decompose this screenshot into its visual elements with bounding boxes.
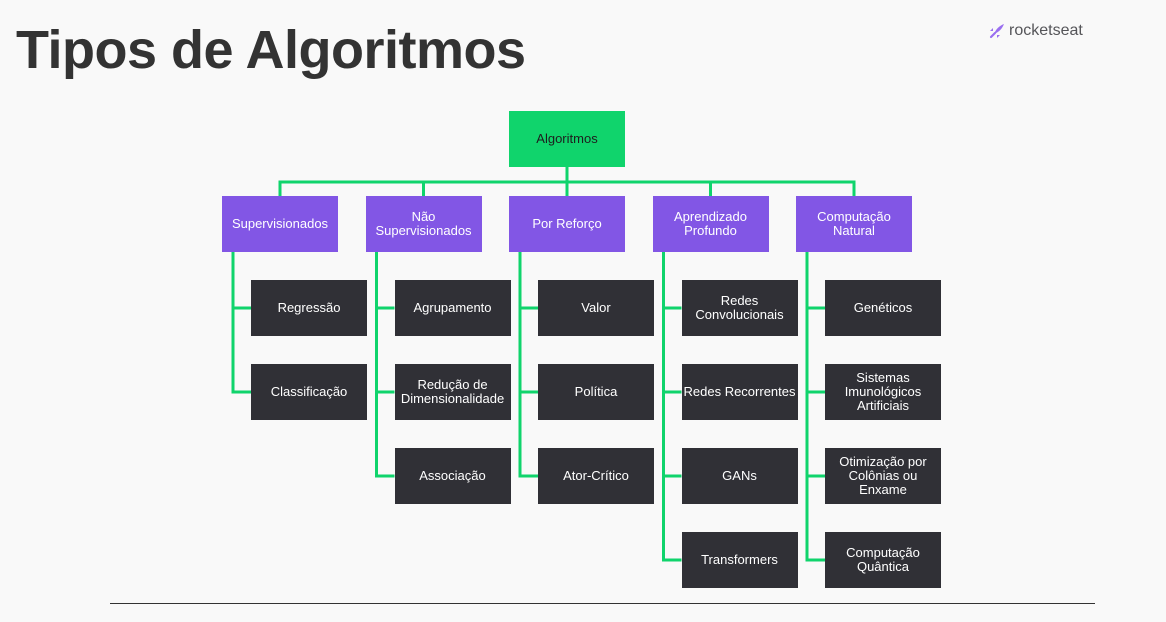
leaf-node: Regressão <box>251 280 367 336</box>
category-node: Computação Natural <box>796 196 912 252</box>
category-node-label: Aprendizado Profundo <box>674 209 747 238</box>
leaf-node-label: Associação <box>419 468 486 483</box>
leaf-node-label: Política <box>574 384 618 399</box>
leaf-node-label: Valor <box>581 300 611 315</box>
leaf-node-label: Redes Convolucionais <box>695 293 784 322</box>
category-node: Por Reforço <box>509 196 625 252</box>
leaf-node: GANs <box>681 448 798 504</box>
leaf-node: Redes Convolucionais <box>681 280 798 336</box>
leaf-node-label: Otimização por Colônias ou Enxame <box>839 454 927 497</box>
leaf-node: Otimização por Colônias ou Enxame <box>825 448 941 504</box>
leaf-node: Computação Quântica <box>825 532 941 588</box>
leaf-node-label: Ator-Crítico <box>563 468 629 483</box>
leaf-node-label: Computação Quântica <box>846 545 920 574</box>
category-node-label: Computação Natural <box>817 209 891 238</box>
leaf-node-label: Redução de Dimensionalidade <box>400 377 505 406</box>
leaf-node-label: Regressão <box>277 300 341 315</box>
leaf-node: Ator-Crítico <box>538 448 654 504</box>
page-title: Tipos de Algoritmos <box>16 20 526 80</box>
footer-divider <box>110 603 1095 604</box>
category-node: Não Supervisionados <box>365 196 482 252</box>
category-node: Aprendizado Profundo <box>652 196 769 252</box>
category-node-label: Não Supervisionados <box>375 209 472 238</box>
root-node-label: Algoritmos <box>536 131 598 146</box>
leaf-node: Redução de Dimensionalidade <box>394 364 511 420</box>
leaf-node: Sistemas Imunológicos Artificiais <box>825 364 941 420</box>
leaf-node-label: Classificação <box>270 384 348 399</box>
rocket-icon <box>989 24 1004 39</box>
brand-logo: rocketseat <box>988 22 1083 40</box>
brand-name: rocketseat <box>1009 22 1083 39</box>
category-node-label: Por Reforço <box>532 216 602 231</box>
root-node: Algoritmos <box>509 111 625 167</box>
leaf-node-label: Redes Recorrentes <box>683 384 796 399</box>
leaf-node: Agrupamento <box>394 280 511 336</box>
leaf-node: Classificação <box>251 364 367 420</box>
leaf-node: Valor <box>538 280 654 336</box>
leaf-node: Redes Recorrentes <box>681 364 798 420</box>
category-node-label: Supervisionados <box>231 216 329 231</box>
leaf-node-label: Sistemas Imunológicos Artificiais <box>844 370 922 413</box>
leaf-node: Transformers <box>681 532 798 588</box>
category-node: Supervisionados <box>222 196 338 252</box>
leaf-node-label: Transformers <box>701 552 778 567</box>
leaf-node: Associação <box>394 448 511 504</box>
leaf-node: Política <box>538 364 654 420</box>
leaf-node-label: Genéticos <box>853 300 913 315</box>
leaf-node: Genéticos <box>825 280 941 336</box>
leaf-node-label: GANs <box>722 468 757 483</box>
leaf-node-label: Agrupamento <box>413 300 492 315</box>
